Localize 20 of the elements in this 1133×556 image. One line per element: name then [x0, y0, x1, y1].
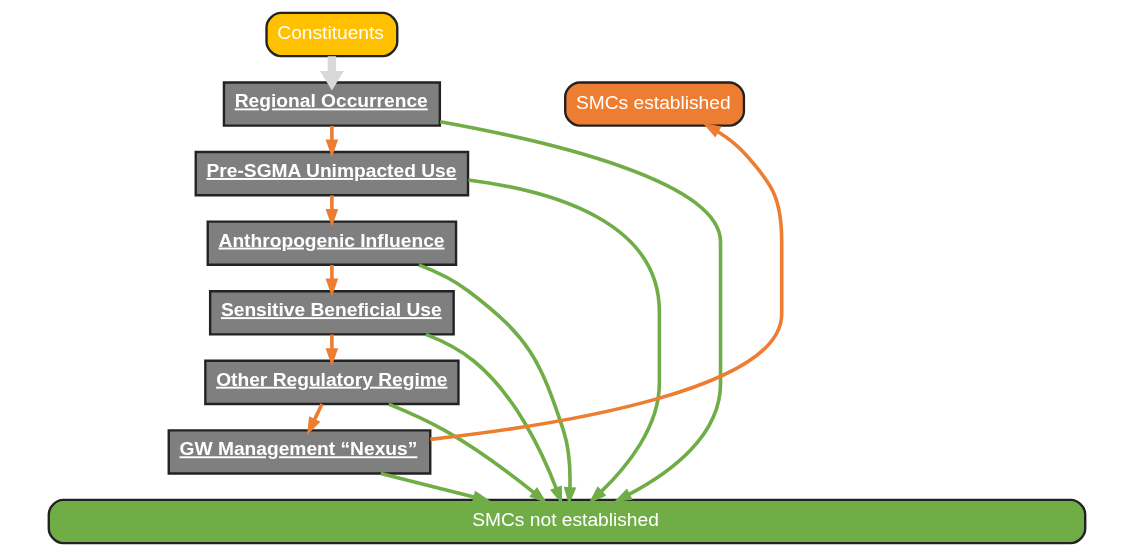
- node-box: Constituents: [264, 11, 398, 58]
- node-box: SMCs established: [563, 81, 745, 127]
- arrow: [325, 264, 338, 297]
- node-box: Pre-SGMA Unimpacted Use: [194, 150, 469, 197]
- arrow: [379, 471, 491, 503]
- node-box: Sensitive Beneficial Use: [208, 290, 455, 336]
- arrow: [439, 119, 722, 503]
- node-box: Regional Occurrence: [222, 81, 441, 127]
- node-box: SMCs not established: [47, 498, 1086, 545]
- node-box: GW Management “Nexus”: [167, 429, 431, 475]
- arrow: [429, 122, 783, 442]
- node-box: Anthropogenic Influence: [206, 220, 457, 266]
- arrow: [325, 195, 338, 228]
- arrow: [325, 125, 338, 158]
- arrow: [387, 402, 547, 504]
- arrow: [325, 334, 338, 367]
- node-box: Other Regulatory Regime: [203, 359, 460, 406]
- arrow: [319, 56, 344, 91]
- arrow: [306, 403, 324, 436]
- arrow: [467, 178, 661, 504]
